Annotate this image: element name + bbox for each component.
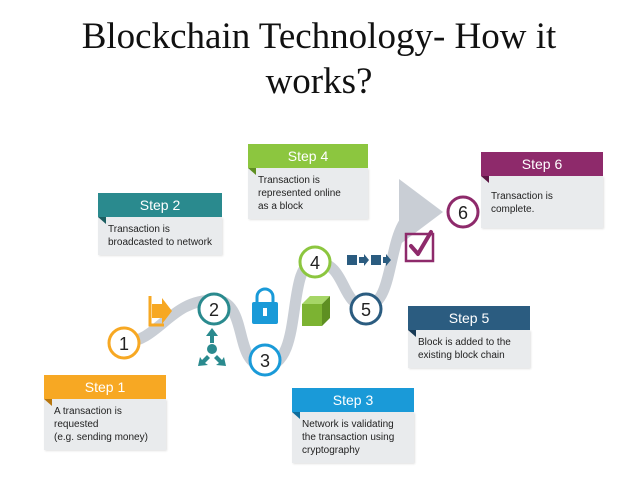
step-3-description: Network is validating the transaction us…: [292, 412, 414, 463]
step-6-line-1: Transaction is complete.: [491, 191, 553, 215]
step-5-label: Step 5: [448, 310, 490, 326]
step-2-number: 2: [209, 300, 219, 320]
step-2-line-2: broadcasted to network: [108, 237, 212, 248]
step-6-label: Step 6: [521, 156, 563, 172]
block-chain-icon: [347, 254, 391, 266]
step-3-line-3: cryptography: [302, 445, 360, 456]
step-2-circle: 2: [197, 292, 231, 326]
step-1-line-2: requested: [54, 419, 99, 430]
step-5-line-2: existing block chain: [418, 350, 505, 361]
step-4-number: 4: [310, 253, 320, 273]
cube-icon: [302, 296, 330, 326]
step-6-header: Step 6: [481, 152, 603, 183]
step-4-line-3: as a block: [258, 201, 304, 212]
step-6-number: 6: [458, 203, 468, 223]
arrow-box-icon: [148, 296, 172, 327]
step-1-line-1: A transaction is: [54, 406, 122, 417]
step-2-card: Step 2 Transaction is broadcasted to net…: [98, 193, 222, 255]
step-1-card: Step 1 A transaction is requested (e.g. …: [44, 375, 166, 450]
step-3-line-1: Network is validating: [302, 419, 394, 430]
step-3-number: 3: [260, 351, 270, 371]
title-line-2: works?: [265, 61, 373, 102]
step-1-header: Step 1: [44, 375, 166, 406]
step-4-header: Step 4: [248, 144, 368, 175]
step-4-card: Step 4 Transaction is represented online…: [248, 144, 368, 219]
step-3-card: Step 3 Network is validating the transac…: [292, 388, 414, 463]
step-3-label: Step 3: [332, 392, 374, 408]
step-4-label: Step 4: [287, 148, 329, 164]
page-title: Blockchain Technology- How it works?: [0, 14, 638, 104]
step-6-description: Transaction is complete.: [481, 176, 603, 228]
step-5-line-1: Block is added to the: [418, 337, 511, 348]
step-1-label: Step 1: [84, 379, 126, 395]
step-1-line-3: (e.g. sending money): [54, 432, 148, 443]
step-6-circle: 6: [446, 195, 480, 229]
step-4-line-1: Transaction is: [258, 175, 320, 186]
step-5-header: Step 5: [408, 306, 530, 337]
step-3-circle: 3: [248, 343, 282, 377]
checkbox-icon: [404, 230, 435, 263]
step-2-header: Step 2: [98, 193, 222, 224]
step-1-description: A transaction is requested (e.g. sending…: [44, 399, 166, 450]
step-2-description: Transaction is broadcasted to network: [98, 217, 222, 255]
step-4-line-2: represented online: [258, 188, 341, 199]
padlock-icon: [252, 287, 278, 324]
step-5-description: Block is added to the existing block cha…: [408, 330, 530, 368]
step-5-circle: 5: [349, 292, 383, 326]
step-3-header: Step 3: [292, 388, 414, 419]
broadcast-arrows-icon: [198, 328, 226, 366]
step-5-number: 5: [361, 300, 371, 320]
step-1-circle: 1: [107, 326, 141, 360]
title-line-1: Blockchain Technology- How it: [81, 16, 557, 57]
step-5-card: Step 5 Block is added to the existing bl…: [408, 306, 530, 368]
step-2-line-1: Transaction is: [108, 224, 170, 235]
step-4-circle: 4: [298, 245, 332, 279]
step-4-description: Transaction is represented online as a b…: [248, 168, 368, 219]
step-1-number: 1: [119, 334, 129, 354]
step-3-line-2: the transaction using: [302, 432, 395, 443]
step-6-card: Step 6 Transaction is complete.: [481, 152, 603, 228]
step-2-label: Step 2: [139, 197, 181, 213]
